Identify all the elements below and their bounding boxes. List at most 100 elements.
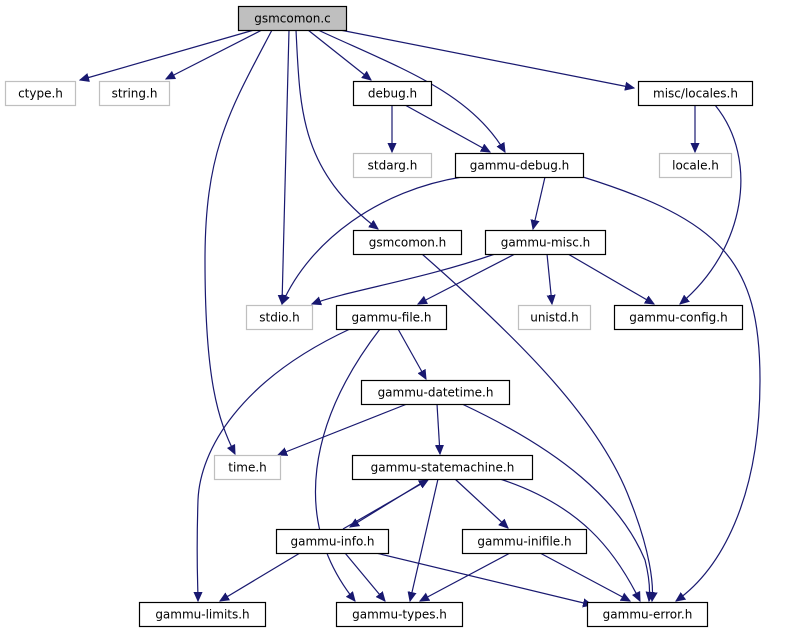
node-label: ctype.h: [18, 87, 63, 101]
node-stdio-h: stdio.h: [245, 304, 314, 331]
node-box: [335, 601, 464, 628]
node-gsmcomon-h[interactable]: gsmcomon.h: [352, 229, 463, 256]
edge-gsmcomon-c-to-string-h: [166, 29, 263, 79]
node-label: debug.h: [368, 87, 417, 101]
edge-gsmcomon-c-to-misc-locales-h: [339, 29, 634, 88]
node-debug-h[interactable]: debug.h: [352, 80, 433, 107]
edge-gammu-debug-h-to-gammu-misc-h: [533, 176, 546, 229]
node-box: [138, 601, 267, 628]
node-gammu-datetime-h[interactable]: gammu-datetime.h: [360, 379, 511, 406]
node-label: stdarg.h: [368, 159, 418, 173]
node-gsmcomon-c[interactable]: gsmcomon.c: [237, 5, 348, 32]
node-label: misc/locales.h: [653, 87, 738, 101]
node-label: gammu-limits.h: [155, 608, 249, 622]
node-box: [213, 454, 282, 481]
node-label: gammu-statemachine.h: [371, 461, 515, 475]
edge-gammu-file-h-to-gammu-types-h: [315, 328, 381, 601]
node-string-h: string.h: [98, 80, 171, 107]
edge-gammu-misc-h-to-gammu-config-h: [567, 253, 654, 304]
node-label: gammu-file.h: [352, 311, 432, 325]
edge-debug-h-to-gammu-debug-h: [404, 104, 490, 152]
node-gammu-config-h[interactable]: gammu-config.h: [613, 304, 744, 331]
node-gammu-inifile-h[interactable]: gammu-inifile.h: [461, 528, 588, 555]
node-gammu-limits-h[interactable]: gammu-limits.h: [138, 601, 267, 628]
node-label: time.h: [228, 461, 267, 475]
node-box: [461, 528, 588, 555]
node-box: [351, 454, 534, 481]
edge-gammu-info-h-to-gammu-limits-h: [220, 552, 301, 601]
node-box: [4, 80, 77, 107]
edge-gammu-datetime-h-to-time-h: [278, 403, 408, 455]
node-unistd-h: unistd.h: [517, 304, 592, 331]
node-label: gammu-error.h: [603, 608, 693, 622]
node-box: [454, 152, 585, 179]
nodes: gsmcomon.c ctype.h string.h debug.h misc/loc…: [4, 5, 754, 628]
node-box: [352, 229, 463, 256]
edge-gammu-inifile-h-to-gammu-error-h: [539, 552, 630, 601]
edge-gsmcomon-c-to-debug-h: [307, 29, 371, 80]
edge-gammu-statemachine-h-to-gammu-types-h: [410, 478, 439, 601]
edge-gammu-statemachine-h-to-gammu-inifile-h: [454, 478, 508, 528]
node-label: gammu-config.h: [629, 311, 727, 325]
node-box: [637, 80, 754, 107]
node-label: gammu-datetime.h: [378, 386, 494, 400]
edge-gammu-file-h-to-gammu-limits-h: [197, 328, 351, 601]
node-label: gammu-debug.h: [470, 159, 570, 173]
node-label: gammu-inifile.h: [477, 535, 571, 549]
edge-gammu-info-h-to-gammu-error-h: [375, 552, 592, 605]
node-box: [335, 304, 448, 331]
node-ctype-h: ctype.h: [4, 80, 77, 107]
edge-gammu-datetime-h-to-gammu-statemachine-h: [437, 403, 440, 454]
node-label: unistd.h: [530, 311, 579, 325]
node-box: [360, 379, 511, 406]
node-label: gammu-misc.h: [501, 236, 591, 250]
edge-gsmcomon-c-to-ctype-h: [80, 29, 255, 80]
edge-gsmcomon-c-to-stdio-h: [282, 29, 290, 304]
node-box: [275, 528, 390, 555]
node-gammu-error-h[interactable]: gammu-error.h: [586, 601, 709, 628]
edge-gammu-info-h-to-gammu-statemachine-h: [342, 480, 428, 530]
node-label: stdio.h: [259, 311, 299, 325]
node-gammu-file-h[interactable]: gammu-file.h: [335, 304, 448, 331]
node-time-h: time.h: [213, 454, 282, 481]
node-box: [517, 304, 592, 331]
edges: [80, 29, 761, 605]
node-box: [586, 601, 709, 628]
edge-gammu-misc-h-to-gammu-file-h: [418, 253, 516, 304]
node-box: [352, 80, 433, 107]
edge-gammu-inifile-h-to-gammu-types-h: [420, 552, 511, 601]
node-locale-h: locale.h: [658, 152, 733, 179]
edge-gammu-misc-h-to-unistd-h: [547, 253, 552, 304]
node-box: [352, 152, 433, 179]
node-box: [245, 304, 314, 331]
node-label: gsmcomon.h: [369, 236, 447, 250]
node-label: locale.h: [672, 159, 719, 173]
node-label: gsmcomon.c: [254, 12, 331, 26]
node-box: [484, 229, 607, 256]
node-stdarg-h: stdarg.h: [352, 152, 433, 179]
node-box: [237, 5, 348, 32]
node-label: gammu-types.h: [352, 608, 447, 622]
node-label: string.h: [112, 87, 158, 101]
node-gammu-debug-h[interactable]: gammu-debug.h: [454, 152, 585, 179]
node-label: gammu-info.h: [291, 535, 375, 549]
node-box: [98, 80, 171, 107]
node-gammu-misc-h[interactable]: gammu-misc.h: [484, 229, 607, 256]
edge-gsmcomon-c-to-gsmcomon-h: [295, 29, 378, 229]
node-gammu-statemachine-h[interactable]: gammu-statemachine.h: [351, 454, 534, 481]
edge-gammu-statemachine-h-to-gammu-error-h: [499, 478, 640, 601]
node-gammu-info-h[interactable]: gammu-info.h: [275, 528, 390, 555]
node-box: [658, 152, 733, 179]
edge-gammu-misc-h-to-stdio-h: [312, 253, 496, 304]
edge-gammu-debug-h-to-stdio-h: [282, 176, 463, 304]
edge-gsmcomon-h-to-gammu-error-h: [421, 253, 652, 601]
edge-gammu-debug-h-to-gammu-error-h: [582, 176, 761, 601]
node-misc-locales-h[interactable]: misc/locales.h: [637, 80, 754, 107]
edge-gammu-info-h-to-gammu-types-h: [344, 552, 385, 601]
edge-misc-locales-h-to-gammu-config-h: [680, 104, 742, 304]
edge-gammu-datetime-h-to-gammu-error-h: [461, 403, 650, 601]
node-box: [613, 304, 744, 331]
node-gammu-types-h[interactable]: gammu-types.h: [335, 601, 464, 628]
edge-gsmcomon-c-to-time-h: [204, 29, 273, 454]
